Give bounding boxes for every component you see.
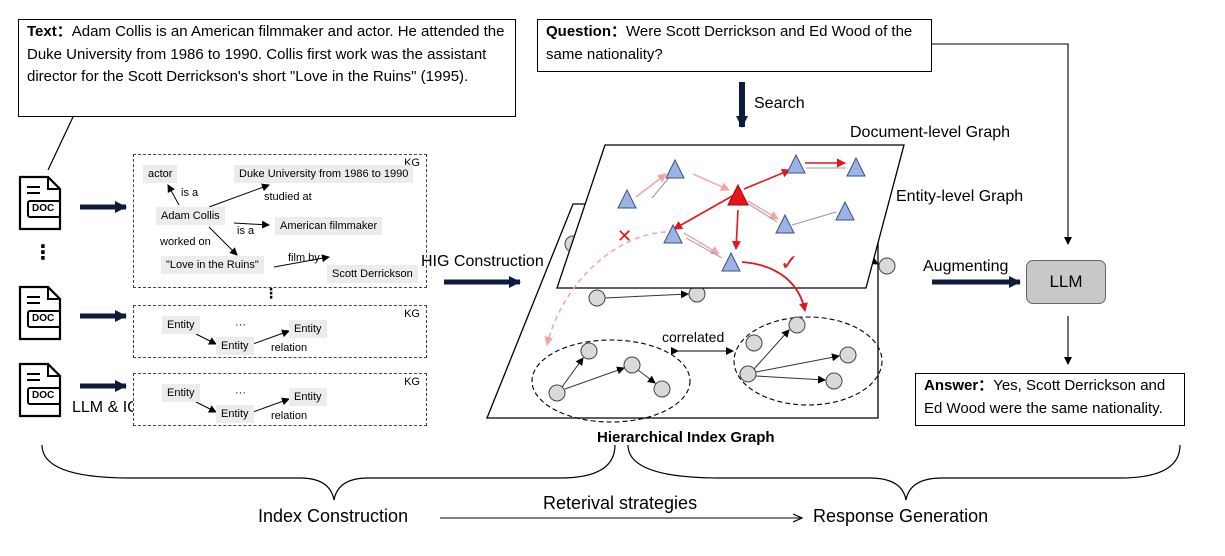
document-node — [846, 156, 866, 177]
kg-entity: Entity — [162, 316, 200, 334]
document-node — [786, 153, 806, 174]
kg-node-adam: Adam Collis — [156, 207, 225, 225]
kg-box-small: KG Entity ··· Entity Entity relation — [133, 373, 427, 426]
document-level-graph-label: Document-level Graph — [850, 124, 1011, 141]
index-construction-label: Index Construction — [258, 506, 409, 526]
llm-box: LLM — [1026, 260, 1106, 304]
document-node — [721, 251, 741, 272]
kg-ellipsis: ⋮ — [264, 285, 278, 301]
kg-relation: relation — [271, 342, 308, 354]
kg-relation: relation — [271, 410, 308, 422]
text-connector-line — [47, 116, 74, 171]
doc-icon: DOC — [18, 175, 62, 231]
answer-box: Answer：Yes, Scott Derrickson and Ed Wood… — [915, 373, 1185, 426]
kg-rel-film-by: film by — [288, 252, 320, 264]
kg-node-love: "Love in the Ruins" — [161, 256, 264, 274]
document-level-plane — [556, 144, 905, 289]
doc-icon: DOC — [18, 285, 62, 341]
kg-entity: Entity — [162, 384, 200, 402]
document-node-highlight — [727, 183, 749, 206]
document-node — [663, 223, 683, 244]
text-box: Text：Adam Collis is an American filmmake… — [18, 19, 516, 117]
document-node — [617, 188, 637, 209]
answer-box-label: Answer： — [924, 377, 994, 394]
failed-retrieval-path — [544, 231, 667, 346]
document-node — [665, 158, 685, 179]
kg-box-small: KG Entity ··· Entity Entity relation — [133, 305, 427, 358]
kg-entity: Entity — [216, 405, 254, 423]
check-icon: ✓ — [780, 250, 799, 275]
entity-node — [878, 257, 896, 275]
correlated-label: correlated — [662, 329, 725, 345]
successful-retrieval-path — [741, 261, 808, 312]
llm-label: LLM — [1049, 272, 1083, 291]
doc-icon: DOC — [18, 362, 62, 418]
cross-icon: ✕ — [617, 226, 633, 246]
text-box-content: Adam Collis is an American filmmaker and… — [27, 23, 505, 85]
augmenting-label: Augmenting — [923, 258, 1009, 275]
brace-left — [41, 444, 616, 501]
retrieval-strategies-label: Reterival strategies — [543, 493, 698, 513]
kg-entity: Entity — [289, 388, 327, 406]
entity-cluster-left — [531, 339, 691, 423]
kg-rel-is-a: is a — [181, 187, 199, 199]
kg-rel-studied-at: studied at — [264, 191, 312, 203]
entity-cluster-right — [733, 316, 883, 406]
question-box: Question：Were Scott Derrickson and Ed Wo… — [537, 19, 932, 72]
kg-node-duke: Duke University from 1986 to 1990 — [234, 165, 414, 183]
question-to-llm-line — [932, 43, 1072, 245]
llm-icl-label: LLM & ICL — [72, 399, 148, 416]
kg-node-scott: Scott Derrickson — [327, 265, 418, 283]
answer-box-content: Yes, Scott Derrickson and Ed Wood were t… — [924, 377, 1166, 417]
kg-box-main: KG actor Duke University from 1986 to 19… — [133, 154, 427, 288]
brace-right — [627, 444, 1181, 501]
docs-ellipsis: ⋮ — [33, 242, 53, 264]
text-box-label: Text： — [27, 23, 72, 40]
hierarchical-index-graph-label: Hierarchical Index Graph — [597, 429, 775, 446]
entity-node — [588, 289, 606, 307]
kg-entity: Entity — [289, 320, 327, 338]
response-generation-label: Response Generation — [813, 506, 989, 526]
kg-node-actor: actor — [143, 165, 178, 183]
hig-construction-label: HIG Construction — [421, 253, 544, 270]
document-node — [775, 213, 795, 234]
search-label: Search — [754, 95, 805, 112]
kg-entity: Entity — [216, 337, 254, 355]
entity-level-graph-label: Entity-level Graph — [896, 188, 1024, 205]
question-box-label: Question： — [546, 23, 627, 40]
question-box-content: Were Scott Derrickson and Ed Wood of the… — [546, 23, 913, 63]
kg-rel-is-a: is a — [237, 225, 255, 237]
document-node — [835, 200, 855, 221]
kg-rel-worked-on: worked on — [160, 236, 211, 248]
kg-node-filmmaker: American filmmaker — [275, 217, 383, 235]
